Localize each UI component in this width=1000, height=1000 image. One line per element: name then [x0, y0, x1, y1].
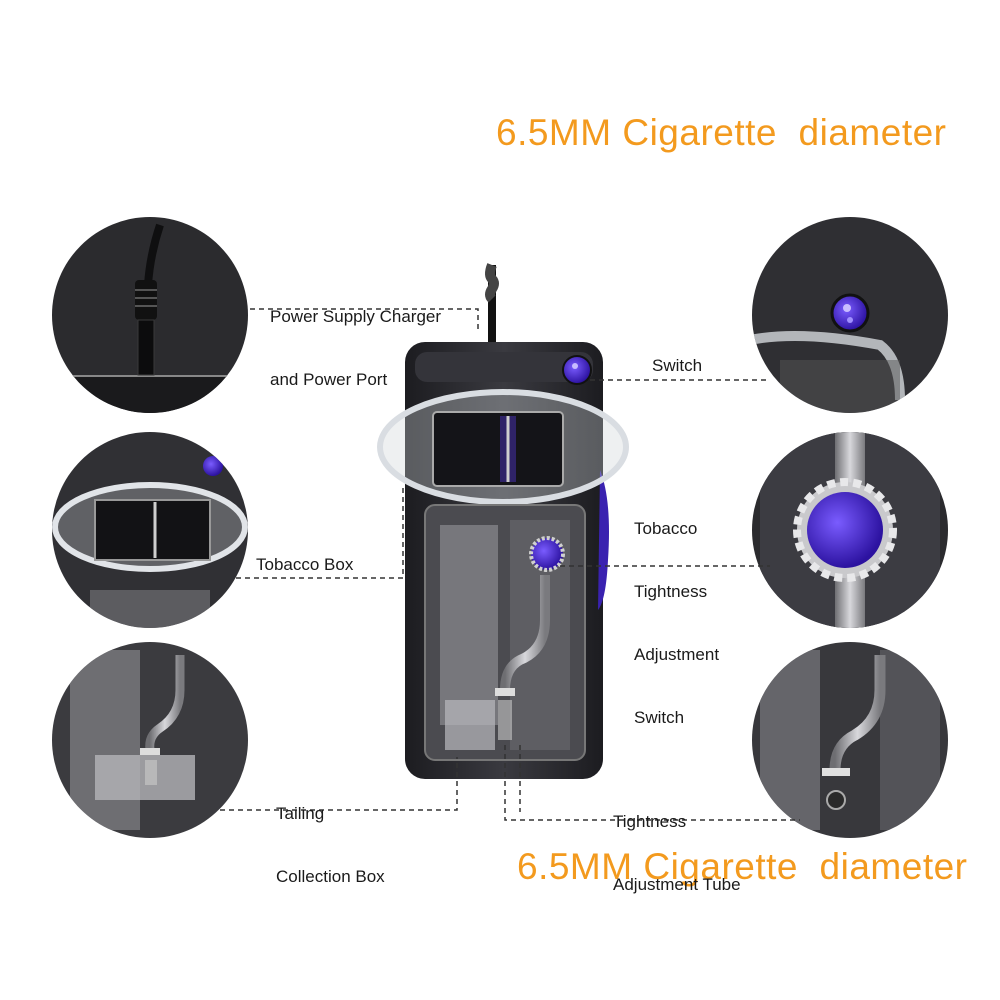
tobacco-box-detail	[52, 432, 248, 628]
tailing-box-detail	[52, 642, 248, 838]
label-tightness-tube: Tightness Adjustment Tube	[613, 769, 741, 916]
label-tailing-box-line-1: Tailing	[276, 804, 325, 823]
label-tightness-switch-line-3: Adjustment	[634, 645, 720, 664]
device-photo	[377, 263, 629, 779]
tightness-switch-detail	[752, 432, 948, 628]
label-tailing-box-line-2: Collection Box	[276, 867, 385, 886]
switch-detail	[752, 217, 948, 413]
label-tightness-switch: Tobacco Tightness Adjustment Switch	[634, 476, 719, 749]
tightness-tube-detail	[752, 642, 948, 838]
label-tobacco-box: Tobacco Box	[256, 555, 354, 574]
label-tightness-tube-line-2: Adjustment Tube	[613, 875, 741, 894]
label-tightness-tube-line-1: Tightness	[613, 812, 687, 831]
label-tightness-switch-line-2: Tightness	[634, 582, 708, 601]
power-port-detail	[52, 217, 248, 413]
label-switch: Switch	[652, 356, 703, 375]
label-tightness-switch-line-4: Switch	[634, 708, 685, 727]
headline-top: 6.5MM Cigarette diameter	[496, 112, 947, 153]
label-tightness-switch-line-1: Tobacco	[634, 519, 698, 538]
label-power-port: Power Supply Charger and Power Port	[270, 264, 441, 411]
label-power-port-line-1: Power Supply Charger	[270, 307, 442, 326]
label-power-port-line-2: and Power Port	[270, 370, 388, 389]
headline-bottom: 6.5MM Cigarette diameter	[517, 846, 968, 887]
leader-lines	[220, 308, 800, 821]
label-tailing-box: Tailing Collection Box	[276, 761, 385, 908]
